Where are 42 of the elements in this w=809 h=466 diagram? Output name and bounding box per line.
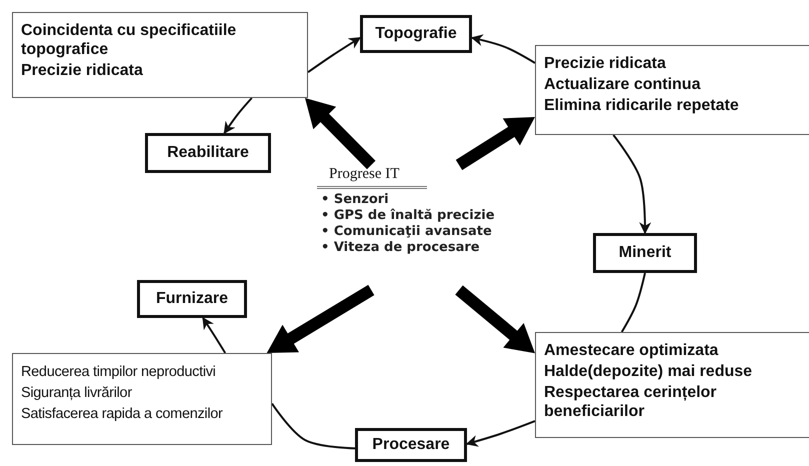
thick-arrow [266, 284, 374, 353]
process-box [137, 280, 247, 318]
list-item: • Senzori [321, 192, 390, 208]
arrow [307, 36, 362, 74]
box-label: Minerit [618, 244, 672, 262]
box-label: Reabilitare [167, 144, 249, 162]
text-line: Precizie ridicata [544, 54, 667, 73]
box-label: Furnizare [156, 290, 228, 308]
process-box [593, 233, 697, 273]
process-box [355, 428, 467, 462]
box-label: Procesare [372, 436, 450, 454]
arrow [466, 420, 536, 447]
text-line: Siguranța livrărilor [21, 385, 133, 402]
text-line: Actualizare continua [544, 75, 702, 94]
process-box [145, 133, 271, 173]
arrow [202, 317, 226, 354]
list-item: • Comunicaţii avansate [321, 224, 493, 240]
text-line: Satisfacerea rapida a comenzilor [21, 406, 224, 423]
thick-arrow [455, 285, 535, 354]
list-item: • GPS de înaltă precizie [321, 208, 496, 224]
list-item: • Viteza de procesare [321, 240, 481, 256]
thick-arrow [305, 98, 376, 170]
process-box [360, 15, 472, 53]
text-line: Reducerea timpilor neproductivi [21, 364, 217, 381]
text-line: Elimina ridicarile repetate [544, 96, 740, 115]
arrow [224, 97, 252, 134]
text-line: Halde(depozite) mai reduse [544, 362, 754, 381]
text-line: Coincidenta cu specificatiile topografice [21, 21, 238, 59]
text-line: Precizie ridicata [21, 61, 144, 80]
connector-line [620, 272, 646, 332]
arrow [612, 134, 652, 234]
text-line: Respectarea cerințelor beneficiarilor [544, 383, 718, 421]
box-label: Topografie [375, 25, 457, 43]
text-box [535, 332, 809, 438]
connector-line [271, 403, 356, 450]
arrow [470, 34, 536, 64]
text-box [535, 45, 809, 135]
text-box [12, 353, 272, 445]
text-box [12, 12, 308, 98]
text-line: Amestecare optimizata [544, 341, 720, 360]
heading: Progrese IT [317, 166, 427, 189]
thick-arrow [456, 117, 535, 170]
